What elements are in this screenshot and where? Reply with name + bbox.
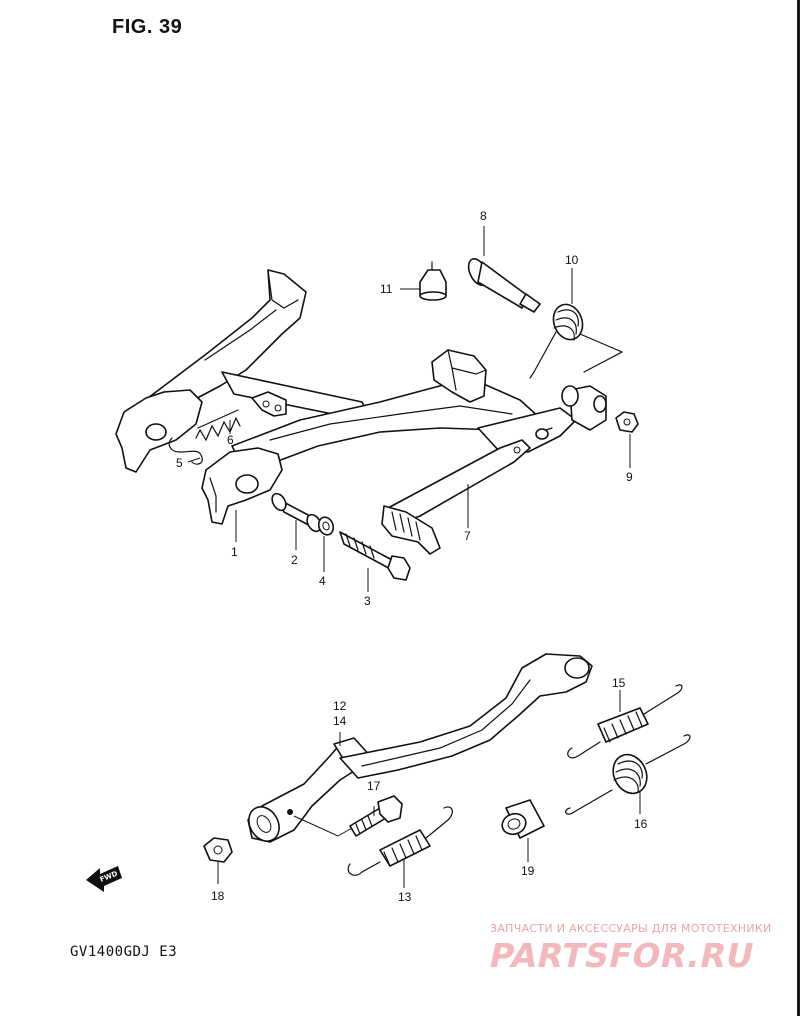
callout-15: 15 (612, 676, 626, 690)
collar-19 (501, 799, 545, 839)
bolt-17 (349, 795, 403, 837)
callout-2: 2 (291, 553, 298, 567)
callout-18: 18 (211, 889, 225, 903)
alignment-line (293, 815, 353, 837)
stand-lever-7 (381, 439, 531, 555)
center-stand-frame (115, 269, 577, 525)
nut-9 (615, 411, 639, 433)
callout-19: 19 (521, 864, 535, 878)
leader-lines-lower (217, 690, 641, 888)
shaft-8 (467, 258, 541, 313)
scan-border (797, 0, 800, 1016)
callout-11: 11 (380, 282, 393, 296)
callout-10: 10 (565, 253, 579, 267)
watermark-logo: PARTSFOR.RU (485, 936, 758, 975)
spring-15 (567, 684, 683, 759)
callout-8: 8 (480, 209, 487, 223)
callout-5: 5 (176, 456, 183, 470)
callout-4: 4 (319, 574, 326, 588)
callout-12: 12 (333, 699, 347, 713)
callout-17: 17 (367, 779, 381, 793)
callout-3: 3 (364, 594, 371, 608)
spring-16 (565, 734, 691, 815)
callout-7: 7 (464, 529, 471, 543)
callout-14: 14 (333, 714, 347, 728)
bolt-3 (339, 531, 411, 581)
model-code: GV1400GDJ E3 (70, 944, 178, 960)
callout-13: 13 (398, 890, 412, 904)
spring-10 (529, 303, 624, 379)
callout-6: 6 (227, 433, 234, 447)
stand-pivot-bracket (561, 385, 607, 431)
callout-9: 9 (626, 470, 633, 484)
spring-13 (347, 806, 453, 876)
figure-title: FIG. 39 (112, 16, 183, 38)
fwd-arrow-icon: FWD (86, 866, 122, 892)
washer-4 (317, 516, 335, 536)
spring-6 (195, 409, 241, 442)
side-stand-12 (247, 653, 593, 843)
callout-16: 16 (634, 817, 648, 831)
nut-18 (203, 837, 233, 863)
leader-lines-upper (187, 226, 631, 592)
cap-nut-11 (419, 261, 447, 301)
clip-5 (168, 437, 203, 465)
watermark-tagline: ЗАПЧАСТИ И АКСЕССУАРЫ ДЛЯ МОТОТЕХНИКИ (490, 922, 772, 935)
callout-1: 1 (231, 545, 238, 559)
